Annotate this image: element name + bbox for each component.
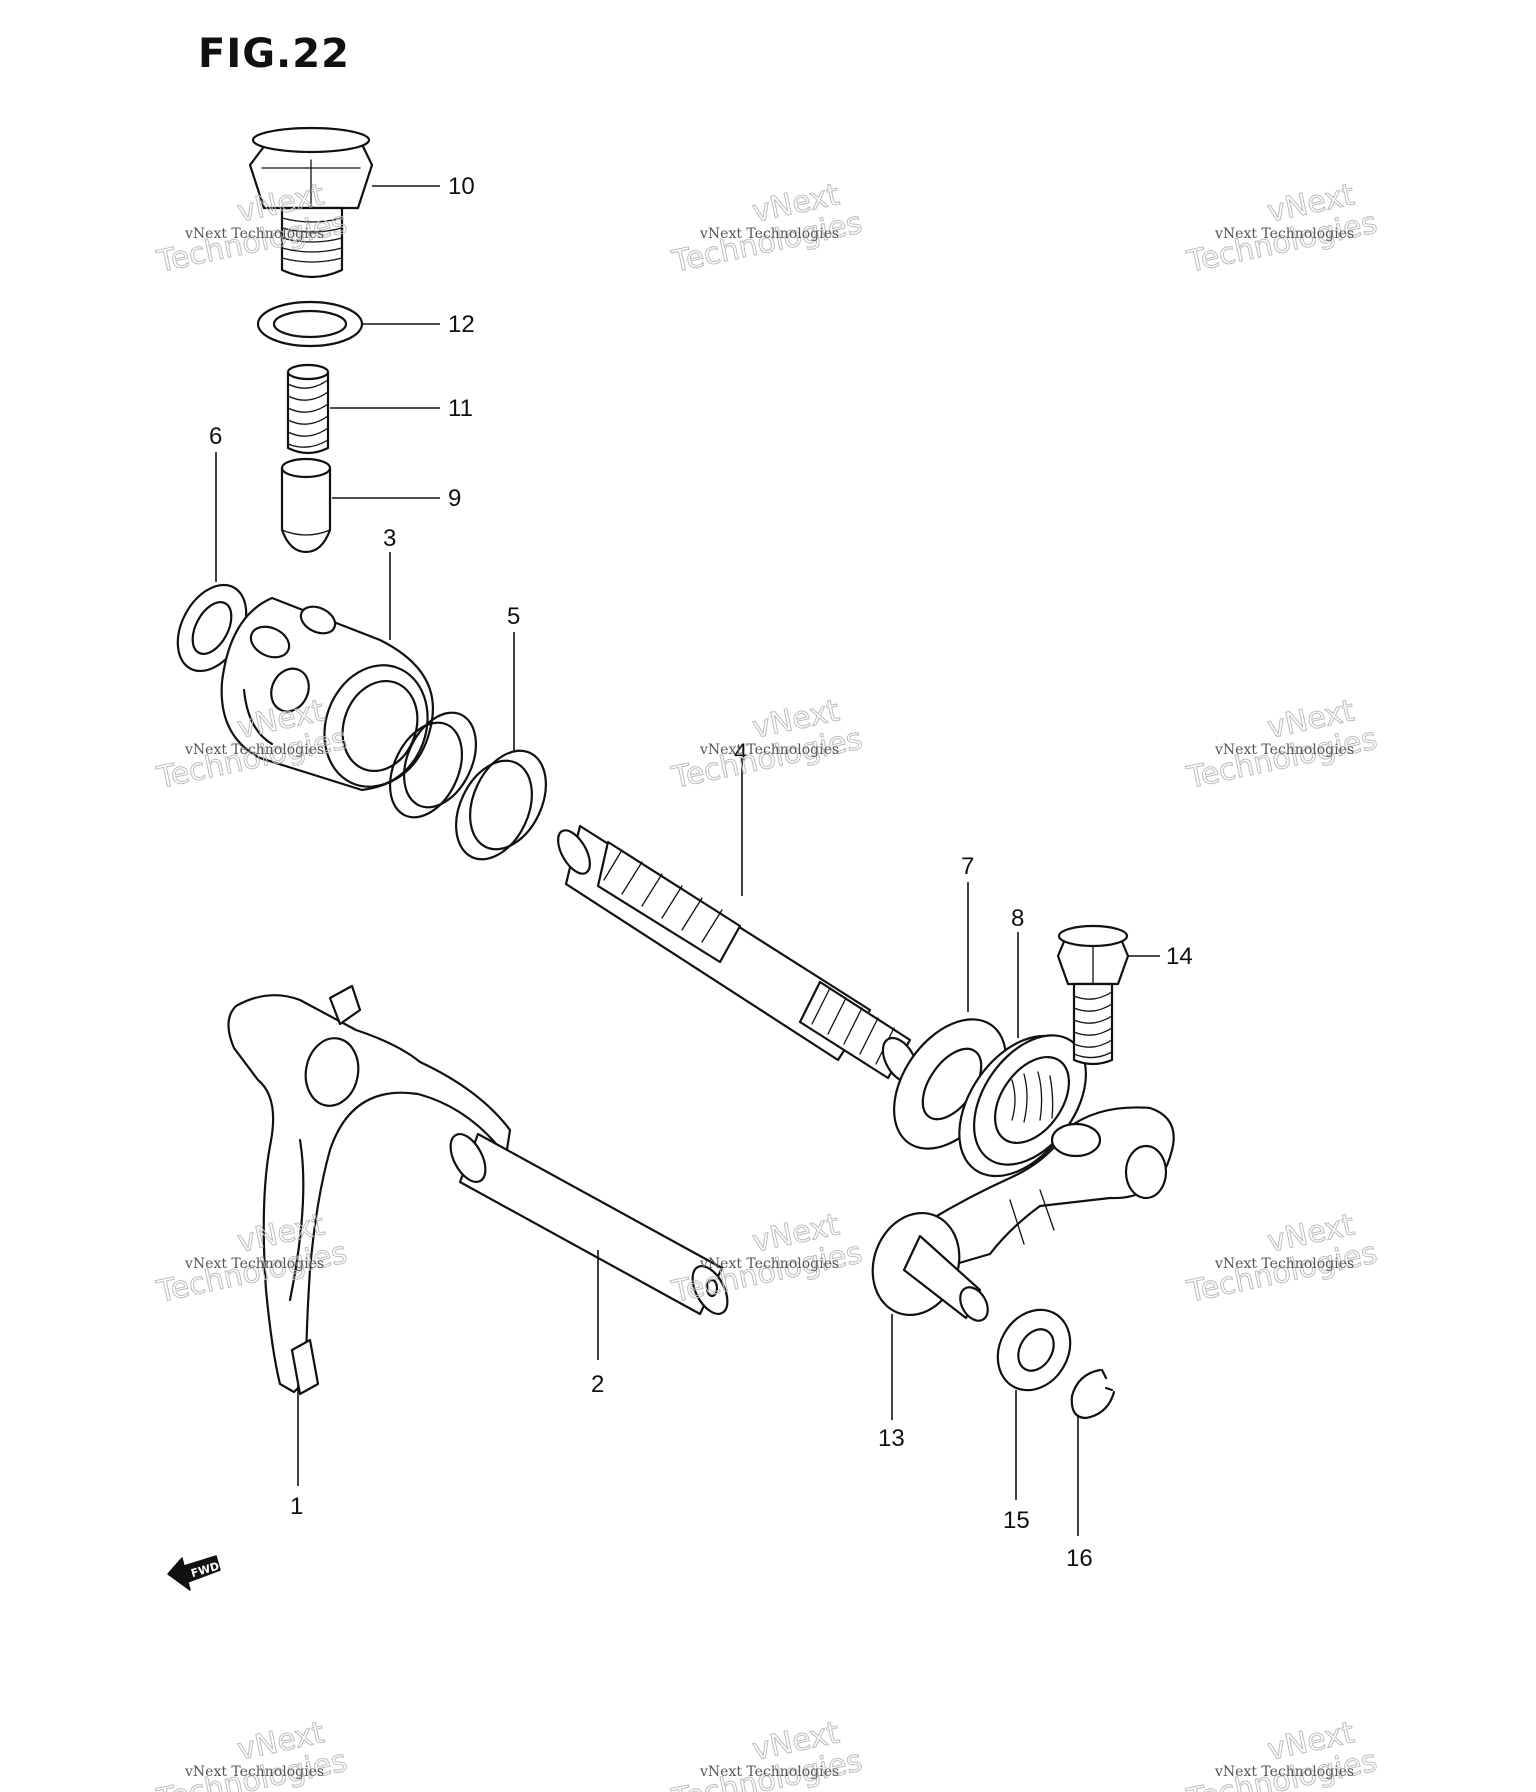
callout-6: 6 xyxy=(209,423,222,450)
watermark-text: vNext Technologies xyxy=(699,1764,839,1780)
callout-4: 4 xyxy=(734,739,747,766)
part-16-circlip xyxy=(1070,1368,1116,1420)
callout-12: 12 xyxy=(448,311,475,338)
part-15-washer xyxy=(996,1308,1072,1392)
watermark-text: vNext Technologies xyxy=(699,742,839,758)
callout-9: 9 xyxy=(448,485,461,512)
callout-16: 16 xyxy=(1066,1545,1093,1572)
callout-14: 14 xyxy=(1166,943,1193,970)
part-4-shaft xyxy=(557,824,919,1084)
callout-1: 1 xyxy=(290,1493,303,1520)
callout-11: 11 xyxy=(448,395,473,422)
watermark-text: vNext Technologies xyxy=(184,1256,324,1272)
part-12-washer xyxy=(256,300,364,348)
part-11-spring xyxy=(286,363,330,455)
callout-10: 10 xyxy=(448,173,475,200)
fwd-arrow-icon: FWD xyxy=(167,1555,221,1591)
callout-3: 3 xyxy=(383,525,396,552)
part-2-rod xyxy=(449,1132,729,1316)
watermark-text: vNext Technologies xyxy=(699,1256,839,1272)
part-10-hex-bolt xyxy=(248,126,374,279)
watermark-text: vNext Technologies xyxy=(184,742,324,758)
part-1-shift-fork xyxy=(227,984,512,1396)
leader-lines xyxy=(215,185,1160,1536)
watermark-text: vNext Technologies xyxy=(184,226,324,242)
callout-15: 15 xyxy=(1003,1507,1030,1534)
callout-13: 13 xyxy=(878,1425,905,1452)
part-9-detent-pin xyxy=(280,457,332,554)
callout-8: 8 xyxy=(1011,905,1024,932)
watermark-text: vNext Technologies xyxy=(1214,742,1354,758)
watermark-text: vNext Technologies xyxy=(1214,1256,1354,1272)
part-5-spring-rings xyxy=(389,711,547,861)
callout-2: 2 xyxy=(591,1371,604,1398)
part-13-shift-arm xyxy=(871,1106,1175,1322)
watermark-text: vNext Technologies xyxy=(1214,226,1354,242)
watermark-text: vNext Technologies xyxy=(699,226,839,242)
callout-5: 5 xyxy=(507,603,520,630)
figure-title: FIG.22 xyxy=(198,31,350,77)
callout-7: 7 xyxy=(961,853,974,880)
part-3-cam-drum xyxy=(220,596,434,792)
part-14-bolt xyxy=(1056,924,1130,1066)
watermark-text: vNext Technologies xyxy=(1214,1764,1354,1780)
watermark-text: vNext Technologies xyxy=(184,1764,324,1780)
